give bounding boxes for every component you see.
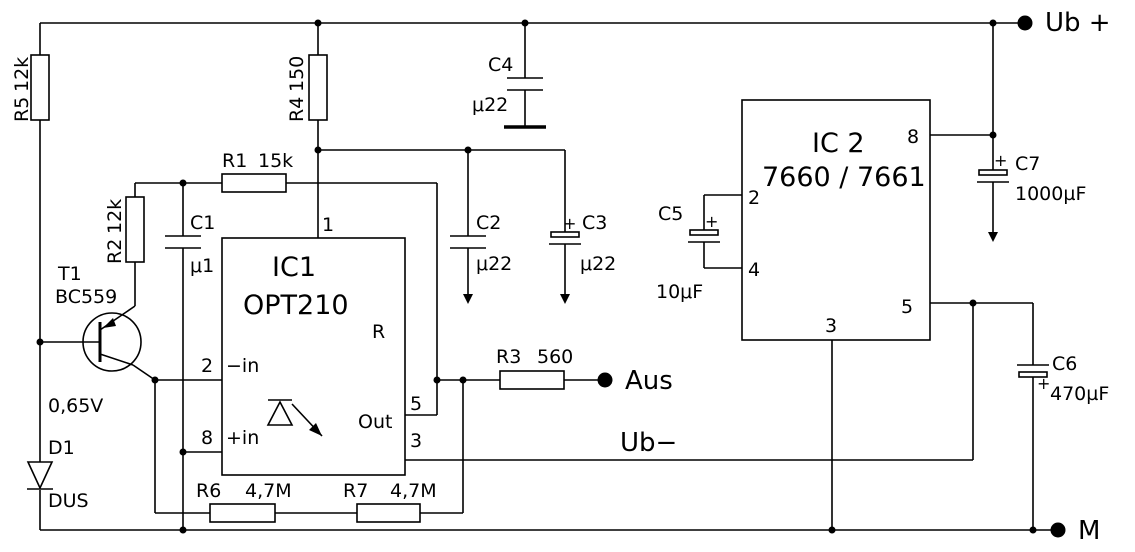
t1-ref: T1 (57, 263, 82, 285)
r2-value: 12k (104, 199, 126, 234)
c1-value: μ1 (190, 255, 214, 277)
svg-text:+: + (563, 214, 576, 233)
r6-ref: R6 (196, 480, 221, 502)
c7-ref: C7 (1015, 153, 1040, 175)
ground-arrow-c7 (988, 232, 998, 242)
resistor-r7 (356, 503, 421, 523)
c2-ref: C2 (476, 212, 501, 234)
r3-ref: R3 (496, 346, 521, 368)
c5-ref: C5 (658, 203, 683, 225)
junctions (36, 19, 1037, 534)
d1-ref: D1 (48, 437, 75, 459)
r5-value: 12k (11, 57, 33, 92)
t1-vbe: 0,65V (48, 395, 103, 417)
ic2-value: 7660 / 7661 (762, 162, 926, 193)
r7-ref: R7 (343, 480, 368, 502)
c2-value: μ22 (476, 253, 512, 275)
net-label-vminus: Ub− (620, 428, 677, 458)
net-label-out: Aus (625, 366, 673, 396)
net-label-vplus: Ub + (1045, 8, 1111, 38)
ic1-plus-in-label: +in (226, 427, 259, 449)
resistor-r5 (30, 54, 50, 121)
capacitor-c1 (165, 235, 201, 249)
r2-ref: R2 (104, 239, 126, 264)
capacitor-c6: + (1017, 364, 1050, 393)
resistor-r6 (209, 503, 276, 523)
ground-arrow-c2 (463, 294, 473, 304)
c6-ref: C6 (1052, 353, 1077, 375)
ic1-value: OPT210 (243, 290, 349, 321)
r4-value: 150 (286, 56, 308, 92)
wires (39, 22, 1058, 531)
ic2-pin3: 3 (825, 315, 837, 337)
svg-text:+: + (1037, 374, 1050, 393)
ic1-pin1: 1 (322, 214, 334, 236)
ic1-pin2: 2 (201, 355, 213, 377)
ic2-body (741, 99, 931, 341)
r6-value: 4,7M (245, 480, 292, 502)
c4-value: μ22 (472, 94, 508, 116)
c1-ref: C1 (190, 212, 215, 234)
ic2-pin5: 5 (901, 296, 913, 318)
ic2-pin2: 2 (748, 187, 760, 209)
terminal-vplus (1017, 15, 1033, 31)
ic1-body (221, 237, 406, 476)
ic2-ref: IC 2 (812, 128, 865, 159)
d1-value: DUS (48, 490, 89, 512)
c3-value: μ22 (580, 253, 616, 275)
photodiode-icon (266, 399, 323, 437)
capacitor-c7: + (977, 151, 1009, 183)
transistor-t1 (82, 305, 142, 372)
ic1-ref: IC1 (272, 252, 316, 283)
ground-arrow-c3 (560, 294, 570, 304)
terminal-out (597, 372, 613, 388)
t1-value: BC559 (55, 286, 117, 308)
ic1-mark: R (372, 321, 385, 343)
ic1-pin3: 3 (410, 430, 422, 452)
r1-ref: R1 (222, 150, 247, 172)
net-label-ground: M (1078, 516, 1100, 546)
ic1-pin5: 5 (410, 393, 422, 415)
r5-ref: R5 (11, 97, 33, 122)
capacitor-c4 (507, 77, 543, 91)
c6-value: 470µF (1050, 383, 1109, 405)
r1-value: 15k (258, 150, 293, 172)
svg-text:+: + (994, 151, 1007, 170)
ic1-out-label: Out (358, 411, 392, 433)
ic2-pin4: 4 (748, 259, 760, 281)
diode-d1 (26, 461, 54, 490)
resistor-r2 (125, 196, 145, 263)
c7-value: 1000µF (1015, 183, 1086, 205)
terminal-ground (1050, 522, 1066, 538)
resistor-r1 (221, 173, 287, 193)
ic1-minus-in-label: −in (226, 355, 259, 377)
capacitor-c3: + (549, 214, 581, 245)
ic1-pin8: 8 (201, 427, 213, 449)
c4-ref: C4 (488, 54, 513, 76)
capacitor-c5: + (688, 212, 720, 243)
c5-value: 10μF (656, 281, 703, 303)
svg-text:+: + (705, 212, 718, 231)
r7-value: 4,7M (390, 480, 437, 502)
r3-value: 560 (537, 346, 573, 368)
resistor-r4 (308, 54, 328, 121)
resistor-r3 (499, 370, 565, 390)
ic2-pin8: 8 (907, 126, 919, 148)
capacitor-c2 (450, 235, 486, 249)
r4-ref: R4 (286, 97, 308, 122)
c3-ref: C3 (582, 212, 607, 234)
